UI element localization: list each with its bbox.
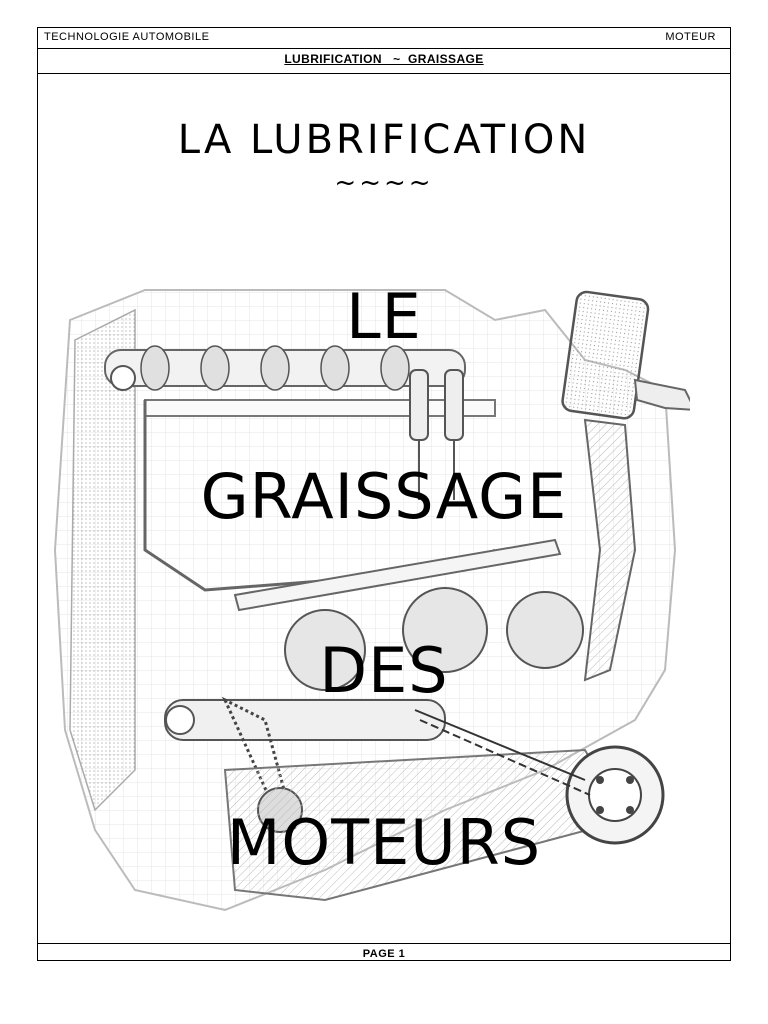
headline-word-3: DES xyxy=(319,634,449,707)
header-left: TECHNOLOGIE AUTOMOBILE xyxy=(44,31,210,43)
headline-word-4: MOTEURS xyxy=(226,806,542,879)
headline-word-1: LE xyxy=(346,280,422,353)
subheader-title: LUBRIFICATION ~ GRAISSAGE xyxy=(284,52,484,66)
main-title: LA LUBRIFICATION xyxy=(177,117,591,163)
header-row: TECHNOLOGIE AUTOMOBILE MOTEUR xyxy=(38,28,730,49)
engine-lubrication-cutaway-icon xyxy=(53,289,690,912)
title-underline-tilde: ~~~~ xyxy=(334,168,434,198)
subheader-row: LUBRIFICATION ~ GRAISSAGE xyxy=(38,48,730,74)
footer-row: PAGE 1 xyxy=(38,943,730,960)
page-number: PAGE 1 xyxy=(362,948,406,960)
page-frame: TECHNOLOGIE AUTOMOBILE MOTEUR LUBRIFICAT… xyxy=(37,27,731,961)
headline-word-2: GRAISSAGE xyxy=(200,460,568,533)
header-right: MOTEUR xyxy=(665,31,716,43)
